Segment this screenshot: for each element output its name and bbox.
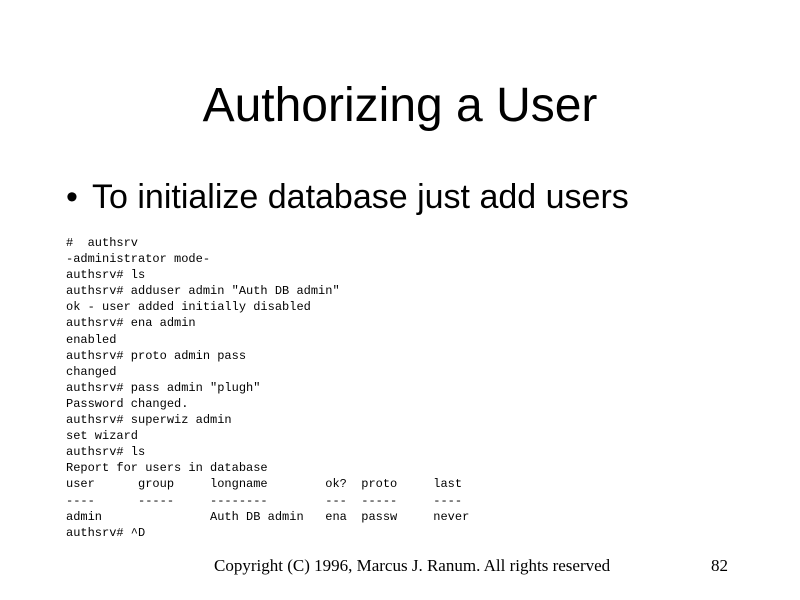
terminal-output: # authsrv -administrator mode- authsrv# …	[66, 236, 470, 540]
bullet-icon: •	[66, 178, 78, 216]
bullet-item: • To initialize database just add users	[66, 180, 629, 214]
slide-title: Authorizing a User	[202, 79, 598, 132]
bullet-text: To initialize database just add users	[92, 178, 629, 216]
page-number: 82	[711, 556, 728, 575]
copyright-text: Copyright (C) 1996, Marcus J. Ranum. All…	[214, 556, 611, 575]
